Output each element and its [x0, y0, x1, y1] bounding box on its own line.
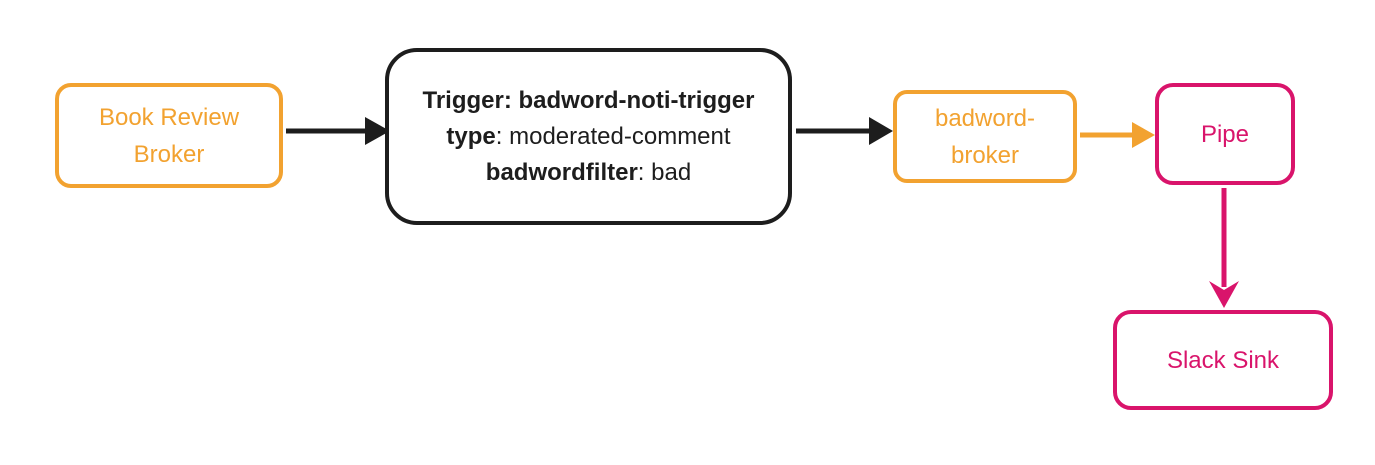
trigger-attr-type-key: type — [446, 122, 496, 150]
trigger-name: Trigger: badword-noti-trigger — [422, 86, 755, 114]
trigger-line-3: badwordfilter: bad — [423, 155, 755, 191]
trigger-attr-type-value: : moderated-comment — [495, 122, 731, 150]
node-book-review-broker-label: Book Review Broker — [98, 103, 240, 168]
node-badword-broker-label: badword-broker — [934, 104, 1036, 169]
node-pipe-label: Pipe — [1200, 120, 1250, 148]
trigger-attr-filter-key: badwordfilter — [485, 158, 638, 186]
trigger-line-1: Trigger: badword-noti-trigger — [423, 83, 755, 119]
arrow-badword-broker-to-pipe — [1080, 122, 1155, 148]
node-slack-sink: Slack Sink — [1113, 310, 1333, 410]
node-slack-sink-label: Slack Sink — [1166, 346, 1280, 374]
node-trigger: Trigger: badword-noti-trigger type: mode… — [385, 48, 792, 225]
trigger-text: Trigger: badword-noti-trigger type: mode… — [423, 83, 755, 191]
arrow-trigger-to-badword-broker — [796, 117, 893, 145]
arrow-broker-to-trigger — [286, 117, 390, 145]
node-pipe: Pipe — [1155, 83, 1295, 185]
trigger-attr-filter-value: : bad — [637, 158, 692, 186]
arrow-pipe-to-slack-sink — [1209, 188, 1239, 308]
trigger-line-2: type: moderated-comment — [423, 119, 755, 155]
node-book-review-broker: Book Review Broker — [55, 83, 283, 188]
node-badword-broker: badword-broker — [893, 90, 1077, 183]
